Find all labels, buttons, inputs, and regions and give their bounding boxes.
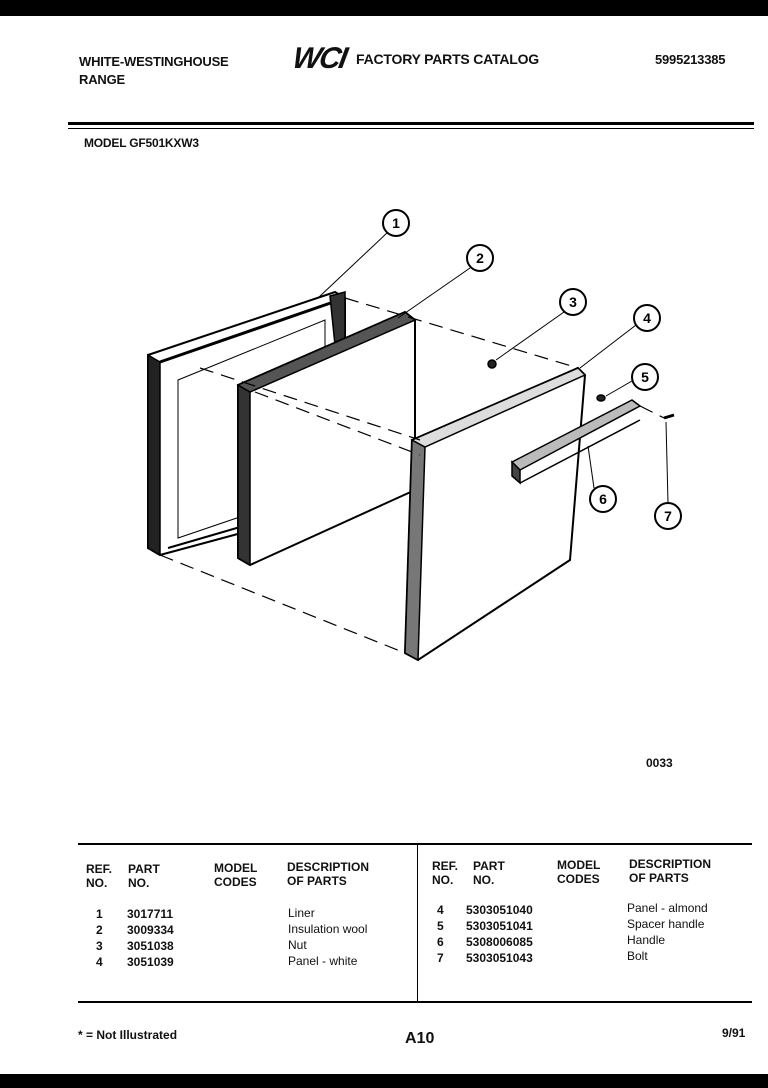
callout-4: 4 <box>643 310 651 326</box>
figure-code: 0033 <box>646 756 673 770</box>
bottom-scan-border <box>0 1074 768 1088</box>
product-type: RANGE <box>79 72 125 87</box>
table-bottom-rule <box>78 1001 752 1003</box>
brand-name: WHITE-WESTINGHOUSE <box>79 54 229 69</box>
top-scan-border <box>0 0 768 16</box>
ref-header-right: REF.NO. <box>432 859 459 887</box>
table-top-rule <box>78 843 752 845</box>
revision-date: 9/91 <box>722 1026 746 1040</box>
panel-part <box>403 366 587 662</box>
callout-6: 6 <box>599 491 607 507</box>
callout-7: 7 <box>664 508 672 524</box>
callout-1: 1 <box>392 215 400 231</box>
header-rule-thick <box>68 122 754 125</box>
catalog-title: FACTORY PARTS CATALOG <box>356 51 539 67</box>
table-divider <box>417 845 418 1001</box>
not-illustrated-note: * = Not Illustrated <box>78 1028 178 1042</box>
model-number: MODEL GF501KXW3 <box>84 136 199 150</box>
insulation-part <box>236 310 417 567</box>
page-number: A10 <box>405 1030 435 1047</box>
callout-2: 2 <box>476 250 484 266</box>
callout-5: 5 <box>641 369 649 385</box>
header-rule-thin <box>68 128 754 129</box>
catalog-number: 5995213385 <box>655 52 726 67</box>
callout-3: 3 <box>569 294 577 310</box>
ref-header-left: REF.NO. <box>86 862 113 890</box>
